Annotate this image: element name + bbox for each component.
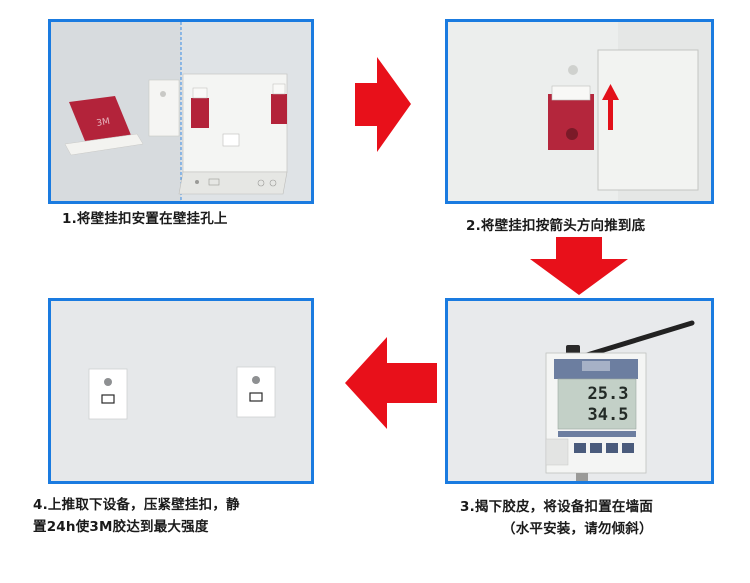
step4-photo: [48, 298, 314, 484]
lcd-reading-bottom: 34.5: [588, 405, 629, 425]
step3-number: 3.: [460, 499, 475, 515]
svg-text:3M: 3M: [96, 117, 111, 129]
step2-text: 将壁挂扣按箭头方向推到底: [480, 218, 646, 234]
left-arrow-icon: [345, 337, 437, 429]
step3-line2: （水平安装，请勿倾斜）: [502, 521, 653, 537]
right-arrow-icon: [355, 57, 411, 152]
step1-photo: 3M: [48, 19, 314, 204]
step1-text: 将壁挂扣安置在壁挂孔上: [76, 211, 228, 227]
step3-photo: 25.3 34.5: [445, 298, 714, 484]
down-arrow-icon: [530, 237, 628, 295]
step3-caption: 3.揭下胶皮，将设备扣置在墙面 （水平安装，请勿倾斜）: [460, 496, 653, 540]
step4-line1: 上推取下设备，压紧壁挂扣，静: [47, 497, 240, 513]
step4-caption: 4.上推取下设备，压紧壁挂扣，静 置24h使3M胶达到最大强度: [33, 494, 240, 538]
step2-photo: [445, 19, 714, 204]
step1-number: 1.: [62, 211, 77, 227]
step4-number: 4.: [33, 497, 48, 513]
step1-caption: 1.将壁挂扣安置在壁挂孔上: [62, 208, 228, 230]
step2-caption: 2.将壁挂扣按箭头方向推到底: [466, 215, 645, 237]
step4-line2: 置24h使3M胶达到最大强度: [33, 519, 209, 535]
step3-line1: 揭下胶皮，将设备扣置在墙面: [474, 499, 654, 515]
step2-number: 2.: [466, 218, 481, 234]
lcd-reading-top: 25.3: [588, 384, 629, 404]
